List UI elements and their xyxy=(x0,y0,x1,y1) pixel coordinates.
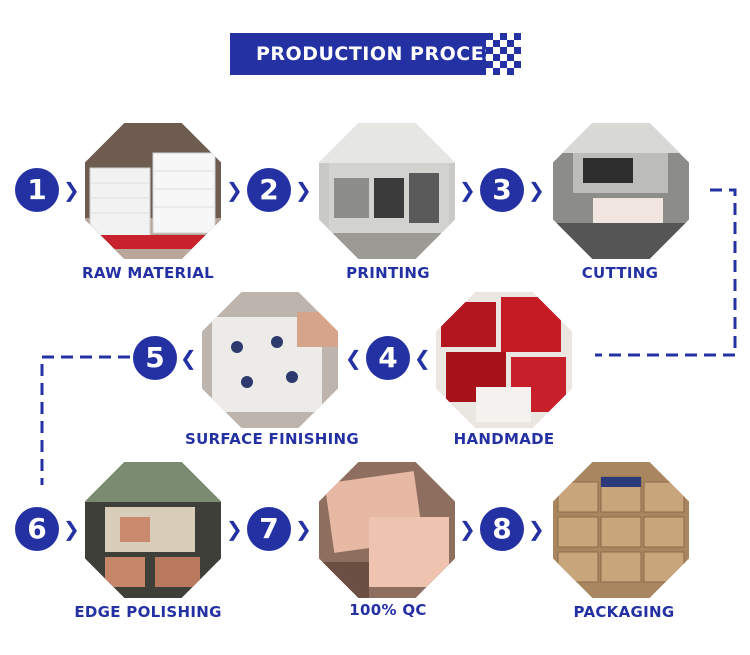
chevron-left-icon: ❮ xyxy=(345,346,362,370)
edge-polishing-image xyxy=(85,462,221,598)
chevron-right-icon: ❯ xyxy=(226,178,243,202)
step-number-5: 5 xyxy=(133,336,177,380)
chevron-right-icon: ❯ xyxy=(528,178,545,202)
chevron-right-icon: ❯ xyxy=(459,517,476,541)
chevron-right-icon: ❯ xyxy=(63,517,80,541)
printing-image xyxy=(319,123,455,259)
step-number-4: 4 xyxy=(366,336,410,380)
surface-finishing-image xyxy=(202,292,338,428)
page-title: PRODUCTION PROCESS xyxy=(256,43,512,65)
cutting-image xyxy=(553,123,689,259)
step-number-1: 1 xyxy=(15,168,59,212)
chevron-right-icon: ❯ xyxy=(226,517,243,541)
raw-material-image xyxy=(85,123,221,259)
title-banner: PRODUCTION PROCESS xyxy=(230,33,521,75)
handmade-image xyxy=(436,292,572,428)
chevron-right-icon: ❯ xyxy=(295,178,312,202)
step-number-6: 6 xyxy=(15,507,59,551)
chevron-left-icon: ❮ xyxy=(180,346,197,370)
packaging-image xyxy=(553,462,689,598)
chevron-right-icon: ❯ xyxy=(295,517,312,541)
chevron-right-icon: ❯ xyxy=(459,178,476,202)
step-number-3: 3 xyxy=(480,168,524,212)
step-label-6: EDGE POLISHING xyxy=(74,603,222,621)
chevron-right-icon: ❯ xyxy=(63,178,80,202)
chevron-left-icon: ❮ xyxy=(414,346,431,370)
quality-check-image xyxy=(319,462,455,598)
step-number-7: 7 xyxy=(247,507,291,551)
chevron-right-icon: ❯ xyxy=(528,517,545,541)
connector-left xyxy=(40,355,130,485)
step-label-4: HANDMADE xyxy=(453,430,555,448)
step-number-8: 8 xyxy=(480,507,524,551)
checker-decoration xyxy=(486,33,521,75)
step-label-7: 100% QC xyxy=(349,601,427,619)
step-label-8: PACKAGING xyxy=(573,603,675,621)
step-label-1: RAW MATERIAL xyxy=(81,264,214,282)
step-label-2: PRINTING xyxy=(346,264,430,282)
step-number-2: 2 xyxy=(247,168,291,212)
step-label-5: SURFACE FINISHING xyxy=(184,430,359,448)
step-label-3: CUTTING xyxy=(581,264,659,282)
